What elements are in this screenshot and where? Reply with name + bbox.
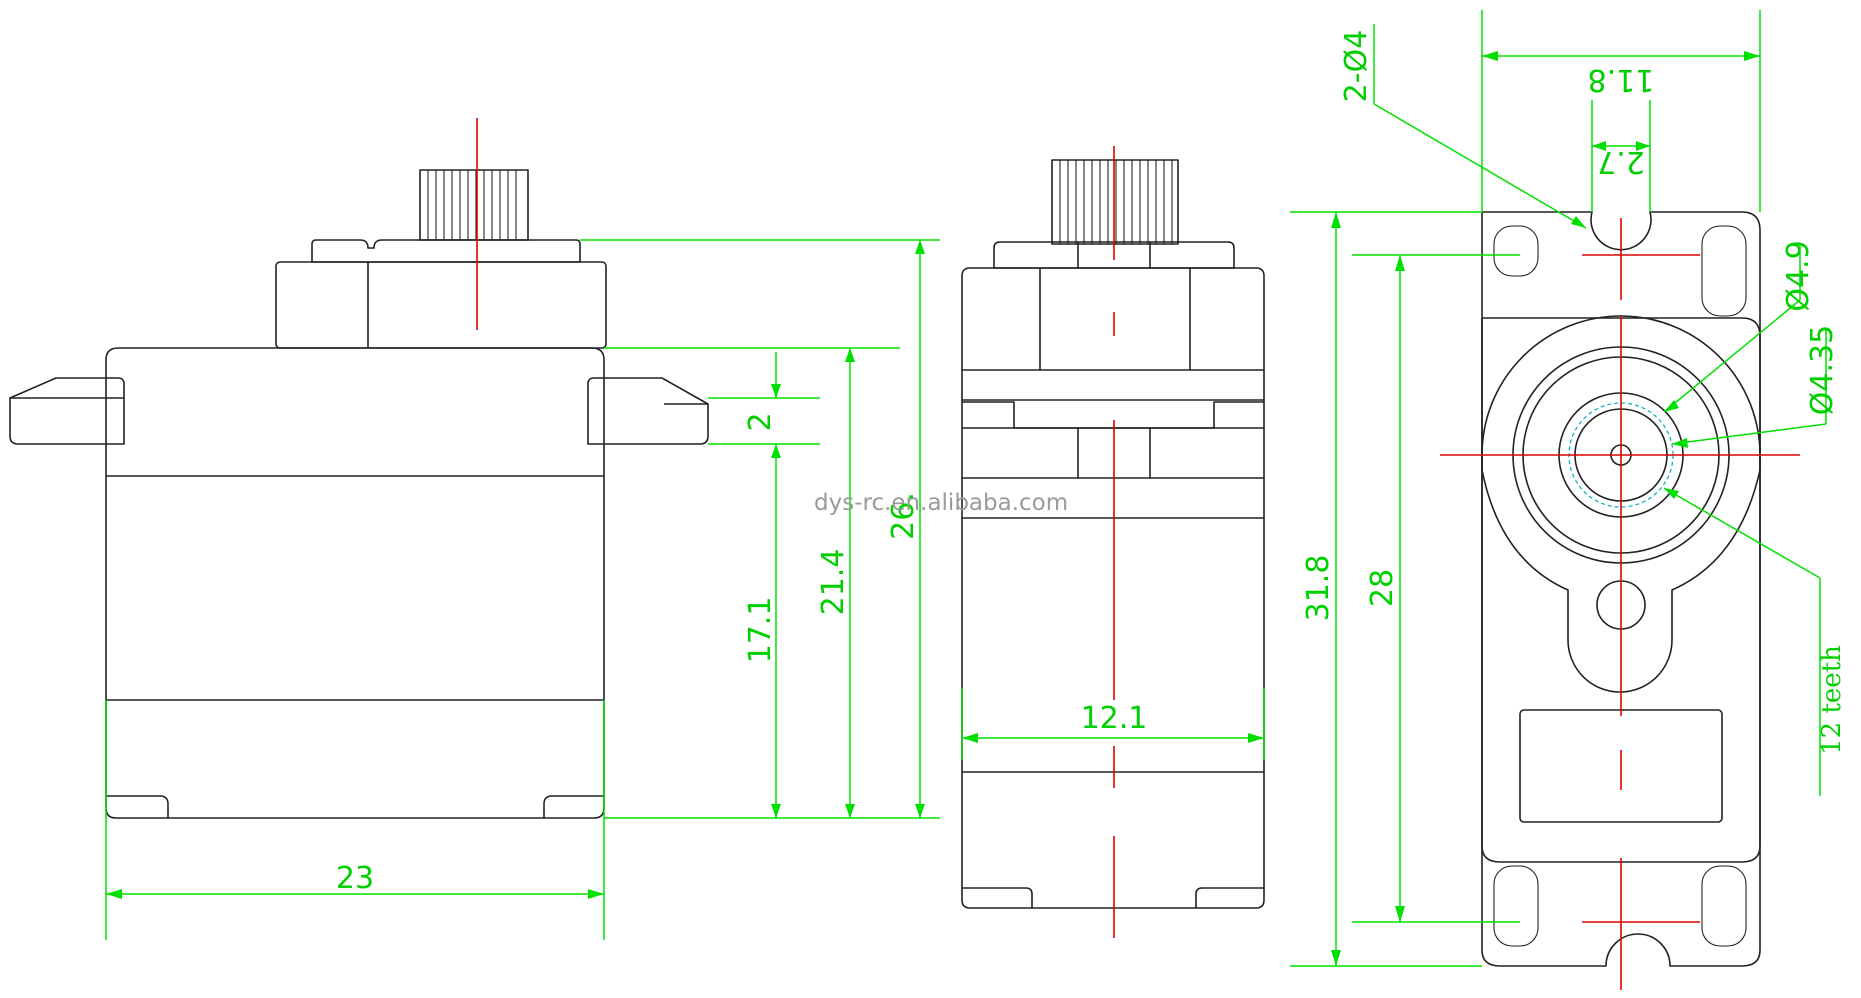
- side-gear-housing: [961, 267, 1265, 370]
- dim-mount-hole-spacing: 28: [1365, 569, 1400, 607]
- top-outline: [1481, 211, 1761, 967]
- dim-hole-spacing: 2.7: [1597, 144, 1645, 179]
- dim-hole-pitch: 11.8: [1588, 62, 1655, 97]
- front-dimensions: 23 2 17.1 21.4 26.: [105, 239, 940, 940]
- dim-height-overall: 26.: [886, 492, 921, 540]
- watermark: dys-rc.en.alibaba.com: [814, 490, 1068, 516]
- foot-right: [543, 795, 604, 818]
- dim-spline-outer-dia: Ø4.9: [1781, 240, 1816, 311]
- dim-holes-count-dia: 2-Ø4: [1339, 30, 1374, 103]
- dim-spline-root-dia: Ø4.35: [1805, 325, 1840, 415]
- dim-width-front: 23: [336, 861, 374, 896]
- side-dimensions: 12.1: [961, 688, 1265, 760]
- mount-tab-left: [9, 377, 125, 445]
- dim-side-width: 12.1: [1081, 701, 1148, 736]
- top-case: [1481, 317, 1761, 863]
- dim-tab-thickness: 2: [743, 412, 778, 431]
- main-case: [105, 347, 605, 476]
- mount-tab-right: [587, 377, 709, 445]
- top-cap: [311, 239, 581, 263]
- side-spline: [1051, 159, 1179, 245]
- lower-case: [105, 476, 605, 819]
- side-spline-hatch: [1059, 160, 1173, 244]
- dim-height-case-top: 21.4: [816, 549, 851, 616]
- spline-hatch: [427, 170, 517, 240]
- side-view: [961, 146, 1265, 938]
- front-view: [9, 118, 709, 819]
- dim-spline-teeth: 12 teeth: [1817, 645, 1847, 755]
- foot-left: [106, 795, 169, 818]
- top-dimensions: 11.8 2.7 2-Ø4 31.8 28 Ø4.9: [1290, 10, 1847, 967]
- side-top-cap: [993, 241, 1235, 269]
- dim-body-height-tab: 17.1: [743, 597, 778, 664]
- dim-length-overall: 31.8: [1301, 555, 1336, 622]
- top-view: [1440, 211, 1800, 990]
- output-boss: [1481, 315, 1761, 693]
- gear-housing: [275, 261, 607, 349]
